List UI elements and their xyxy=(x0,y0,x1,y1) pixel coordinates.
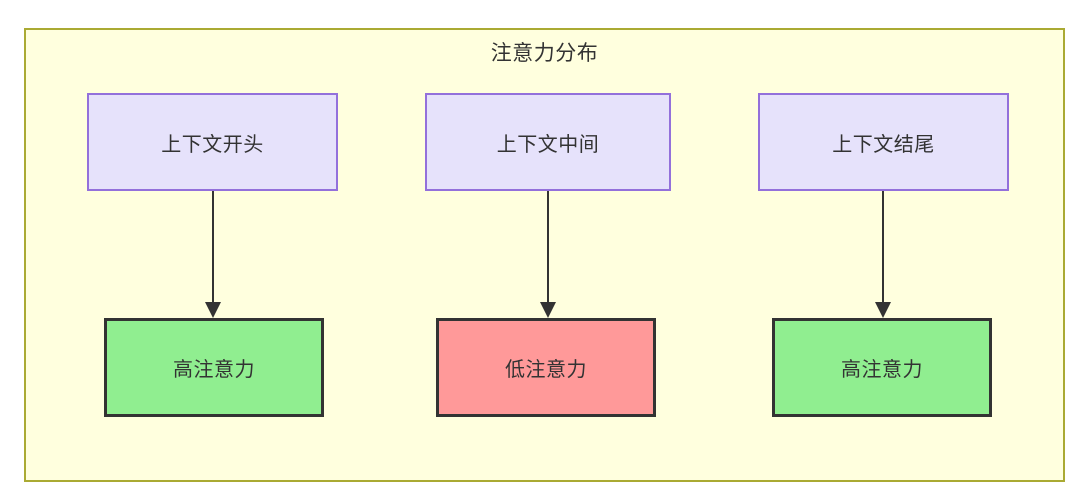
node-context-middle[interactable]: 上下文中间 xyxy=(425,93,671,191)
node-context-start[interactable]: 上下文开头 xyxy=(87,93,338,191)
node-context-middle-label: 上下文中间 xyxy=(496,133,600,156)
node-attention-end-label: 高注意力 xyxy=(841,359,923,381)
subgraph-title: 注意力分布 xyxy=(490,42,599,65)
node-attention-middle[interactable]: 低注意力 xyxy=(436,318,656,417)
node-context-end[interactable]: 上下文结尾 xyxy=(758,93,1009,191)
node-attention-middle-label: 低注意力 xyxy=(505,359,587,381)
node-attention-end[interactable]: 高注意力 xyxy=(772,318,992,417)
node-attention-start[interactable]: 高注意力 xyxy=(104,318,324,417)
node-context-start-label: 上下文开头 xyxy=(161,133,264,156)
node-context-end-label: 上下文结尾 xyxy=(832,133,935,156)
node-attention-start-label: 高注意力 xyxy=(173,359,255,381)
